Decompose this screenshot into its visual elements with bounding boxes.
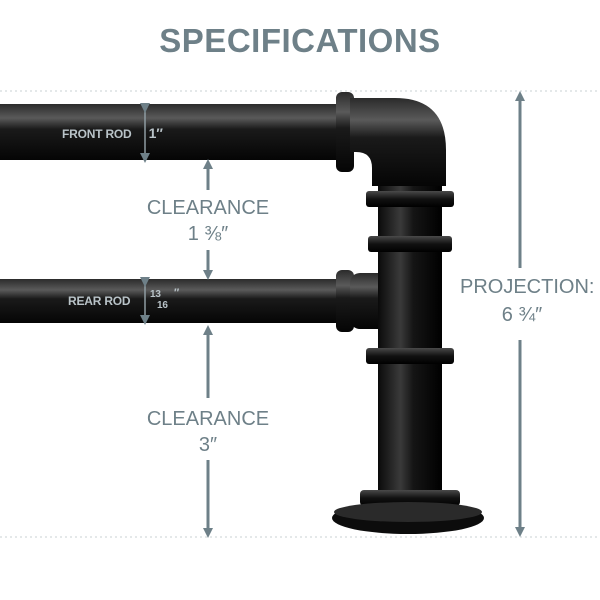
rear-rod-size-numerator: 13 xyxy=(150,289,161,300)
front-rod-size: 1″ xyxy=(148,125,163,141)
front-rod-collar xyxy=(336,92,354,172)
rear-rod-size-denominator: 16 xyxy=(157,300,168,311)
rear-rod-label: REAR ROD xyxy=(68,294,131,308)
rear-rod xyxy=(0,279,345,323)
rear-rod-label-text: REAR ROD xyxy=(68,294,131,308)
base-collar xyxy=(360,490,460,506)
rear-rod-size: 13 16 xyxy=(150,289,168,311)
bracket-post xyxy=(378,186,442,506)
clearance-lower-value: 3″ xyxy=(198,434,218,456)
front-rod-label-text: FRONT ROD xyxy=(62,127,132,141)
ring-2 xyxy=(368,236,452,252)
ring-1 xyxy=(366,191,454,207)
front-rod xyxy=(0,104,345,160)
page-title: SPECIFICATIONS xyxy=(159,22,441,59)
projection-value: 6 ¾″ xyxy=(501,304,543,326)
elbow-fitting xyxy=(350,98,446,186)
ring-3 xyxy=(366,348,454,364)
clearance-lower-label: CLEARANCE xyxy=(146,408,270,430)
front-rod-label: FRONT ROD 1″ xyxy=(62,125,163,141)
rear-rod-collar xyxy=(336,270,354,332)
rear-rod-size-unit: ″ xyxy=(174,287,180,299)
clearance-upper-value: 1 ⅜″ xyxy=(187,223,229,245)
clearance-upper-label: CLEARANCE xyxy=(146,197,270,219)
base-flange-highlight xyxy=(334,502,482,522)
projection-label: PROJECTION: xyxy=(460,276,595,298)
